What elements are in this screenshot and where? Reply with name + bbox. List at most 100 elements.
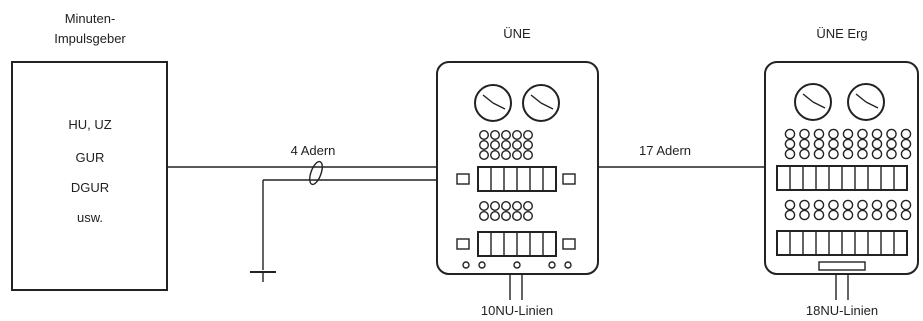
- ring-terminal: [784, 148, 796, 160]
- une-clock-left: [474, 84, 512, 122]
- ring-terminal: [501, 149, 512, 160]
- ring-terminal: [479, 139, 490, 150]
- generator-title-line1: Minuten-: [65, 11, 116, 26]
- ring-terminal: [900, 128, 912, 140]
- ring-terminal: [784, 209, 796, 221]
- une-ring-block-lower: [479, 200, 534, 221]
- ring-terminal: [871, 128, 883, 140]
- generator-line-4: usw.: [77, 210, 103, 225]
- une-erg-ring-block-lower: [784, 199, 912, 221]
- une-bottom-label: 10NU-Linien: [481, 303, 553, 318]
- une-erg-terminal-block-upper: [776, 165, 908, 191]
- ring-terminal: [784, 128, 796, 140]
- ring-terminal: [479, 210, 490, 221]
- ring-terminal: [799, 148, 810, 160]
- ring-terminal: [857, 209, 868, 221]
- ring-terminal: [479, 149, 490, 160]
- generator-line-3: DGUR: [71, 180, 109, 195]
- une-housing: [436, 61, 599, 275]
- ring-terminal: [828, 128, 839, 140]
- ring-terminal: [523, 149, 534, 160]
- ring-terminal: [886, 128, 897, 140]
- une-erg-clock-left: [794, 83, 832, 121]
- ring-terminal: [490, 139, 501, 150]
- une-title: ÜNE: [503, 26, 531, 41]
- ring-terminal: [871, 148, 883, 160]
- ring-terminal: [512, 139, 523, 150]
- ring-terminal: [871, 199, 883, 211]
- ring-terminal: [828, 148, 839, 160]
- ring-terminal: [512, 210, 523, 221]
- ring-terminal: [900, 148, 912, 160]
- ring-terminal: [813, 209, 825, 221]
- cable-clamp: [309, 160, 323, 186]
- ring-terminal: [842, 148, 854, 160]
- ring-terminal: [900, 209, 912, 221]
- ring-terminal: [886, 199, 897, 211]
- une-erg-ring-block-upper: [784, 128, 912, 160]
- cable-17-wires: 17 Adern: [598, 143, 765, 168]
- ring-terminal: [857, 138, 868, 150]
- ring-terminal: [828, 138, 839, 150]
- une-ring-block-upper: [479, 129, 534, 160]
- une-bottom-terminals: [462, 261, 572, 269]
- ring-terminal: [490, 210, 501, 221]
- ring-terminal: [857, 199, 868, 211]
- une-erg-clock-right: [847, 83, 885, 121]
- une-side-indicator-right-lower: [562, 238, 576, 250]
- ring-terminal: [842, 128, 854, 140]
- cable-4-wires: 4 Adern: [167, 143, 437, 282]
- ring-terminal: [784, 138, 796, 150]
- generator-title-line2: Impulsgeber: [54, 31, 126, 46]
- une-erg-cabinet: ÜNE Erg: [764, 26, 919, 318]
- ring-terminal: [501, 200, 512, 211]
- ring-terminal: [799, 128, 810, 140]
- une-erg-terminal-block-lower: [776, 230, 908, 256]
- minute-pulse-generator: Minuten- Impulsgeber HU, UZ GUR DGUR usw…: [11, 11, 168, 291]
- ring-terminal: [842, 209, 854, 221]
- ring-terminal: [490, 200, 501, 211]
- link-label-17-adern: 17 Adern: [639, 143, 691, 158]
- une-erg-housing: [764, 61, 919, 275]
- link-label-4-adern: 4 Adern: [291, 143, 336, 158]
- ring-terminal: [523, 139, 534, 150]
- ring-terminal: [490, 129, 501, 140]
- une-terminal-block-lower: [477, 231, 557, 257]
- generator-box: [11, 61, 168, 291]
- une-side-indicator-right-upper: [562, 173, 576, 185]
- ring-terminal: [871, 138, 883, 150]
- ring-terminal: [523, 200, 534, 211]
- ring-terminal: [828, 199, 839, 211]
- ring-terminal: [842, 199, 854, 211]
- ring-terminal: [479, 129, 490, 140]
- ring-terminal: [799, 209, 810, 221]
- ring-terminal: [857, 148, 868, 160]
- ring-terminal: [784, 199, 796, 211]
- ring-terminal: [799, 138, 810, 150]
- une-terminal-block-upper: [477, 166, 557, 192]
- ring-terminal: [479, 200, 490, 211]
- une-erg-bottom-label: 18NU-Linien: [806, 303, 878, 318]
- generator-line-2: GUR: [76, 150, 105, 165]
- ring-terminal: [512, 149, 523, 160]
- une-cabinet: ÜNE: [436, 26, 599, 318]
- ring-terminal: [886, 138, 897, 150]
- ring-terminal: [490, 149, 501, 160]
- ring-terminal: [900, 199, 912, 211]
- une-erg-bottom-plate: [818, 261, 866, 271]
- une-erg-title: ÜNE Erg: [816, 26, 867, 41]
- ring-terminal: [842, 138, 854, 150]
- ring-terminal: [886, 209, 897, 221]
- ring-terminal: [886, 148, 897, 160]
- generator-line-1: HU, UZ: [68, 117, 111, 132]
- ring-terminal: [501, 210, 512, 221]
- une-clock-right: [522, 84, 560, 122]
- ring-terminal: [799, 199, 810, 211]
- ring-terminal: [813, 148, 825, 160]
- ring-terminal: [523, 129, 534, 140]
- ring-terminal: [857, 128, 868, 140]
- ring-terminal: [813, 138, 825, 150]
- ring-terminal: [813, 199, 825, 211]
- ring-terminal: [523, 210, 534, 221]
